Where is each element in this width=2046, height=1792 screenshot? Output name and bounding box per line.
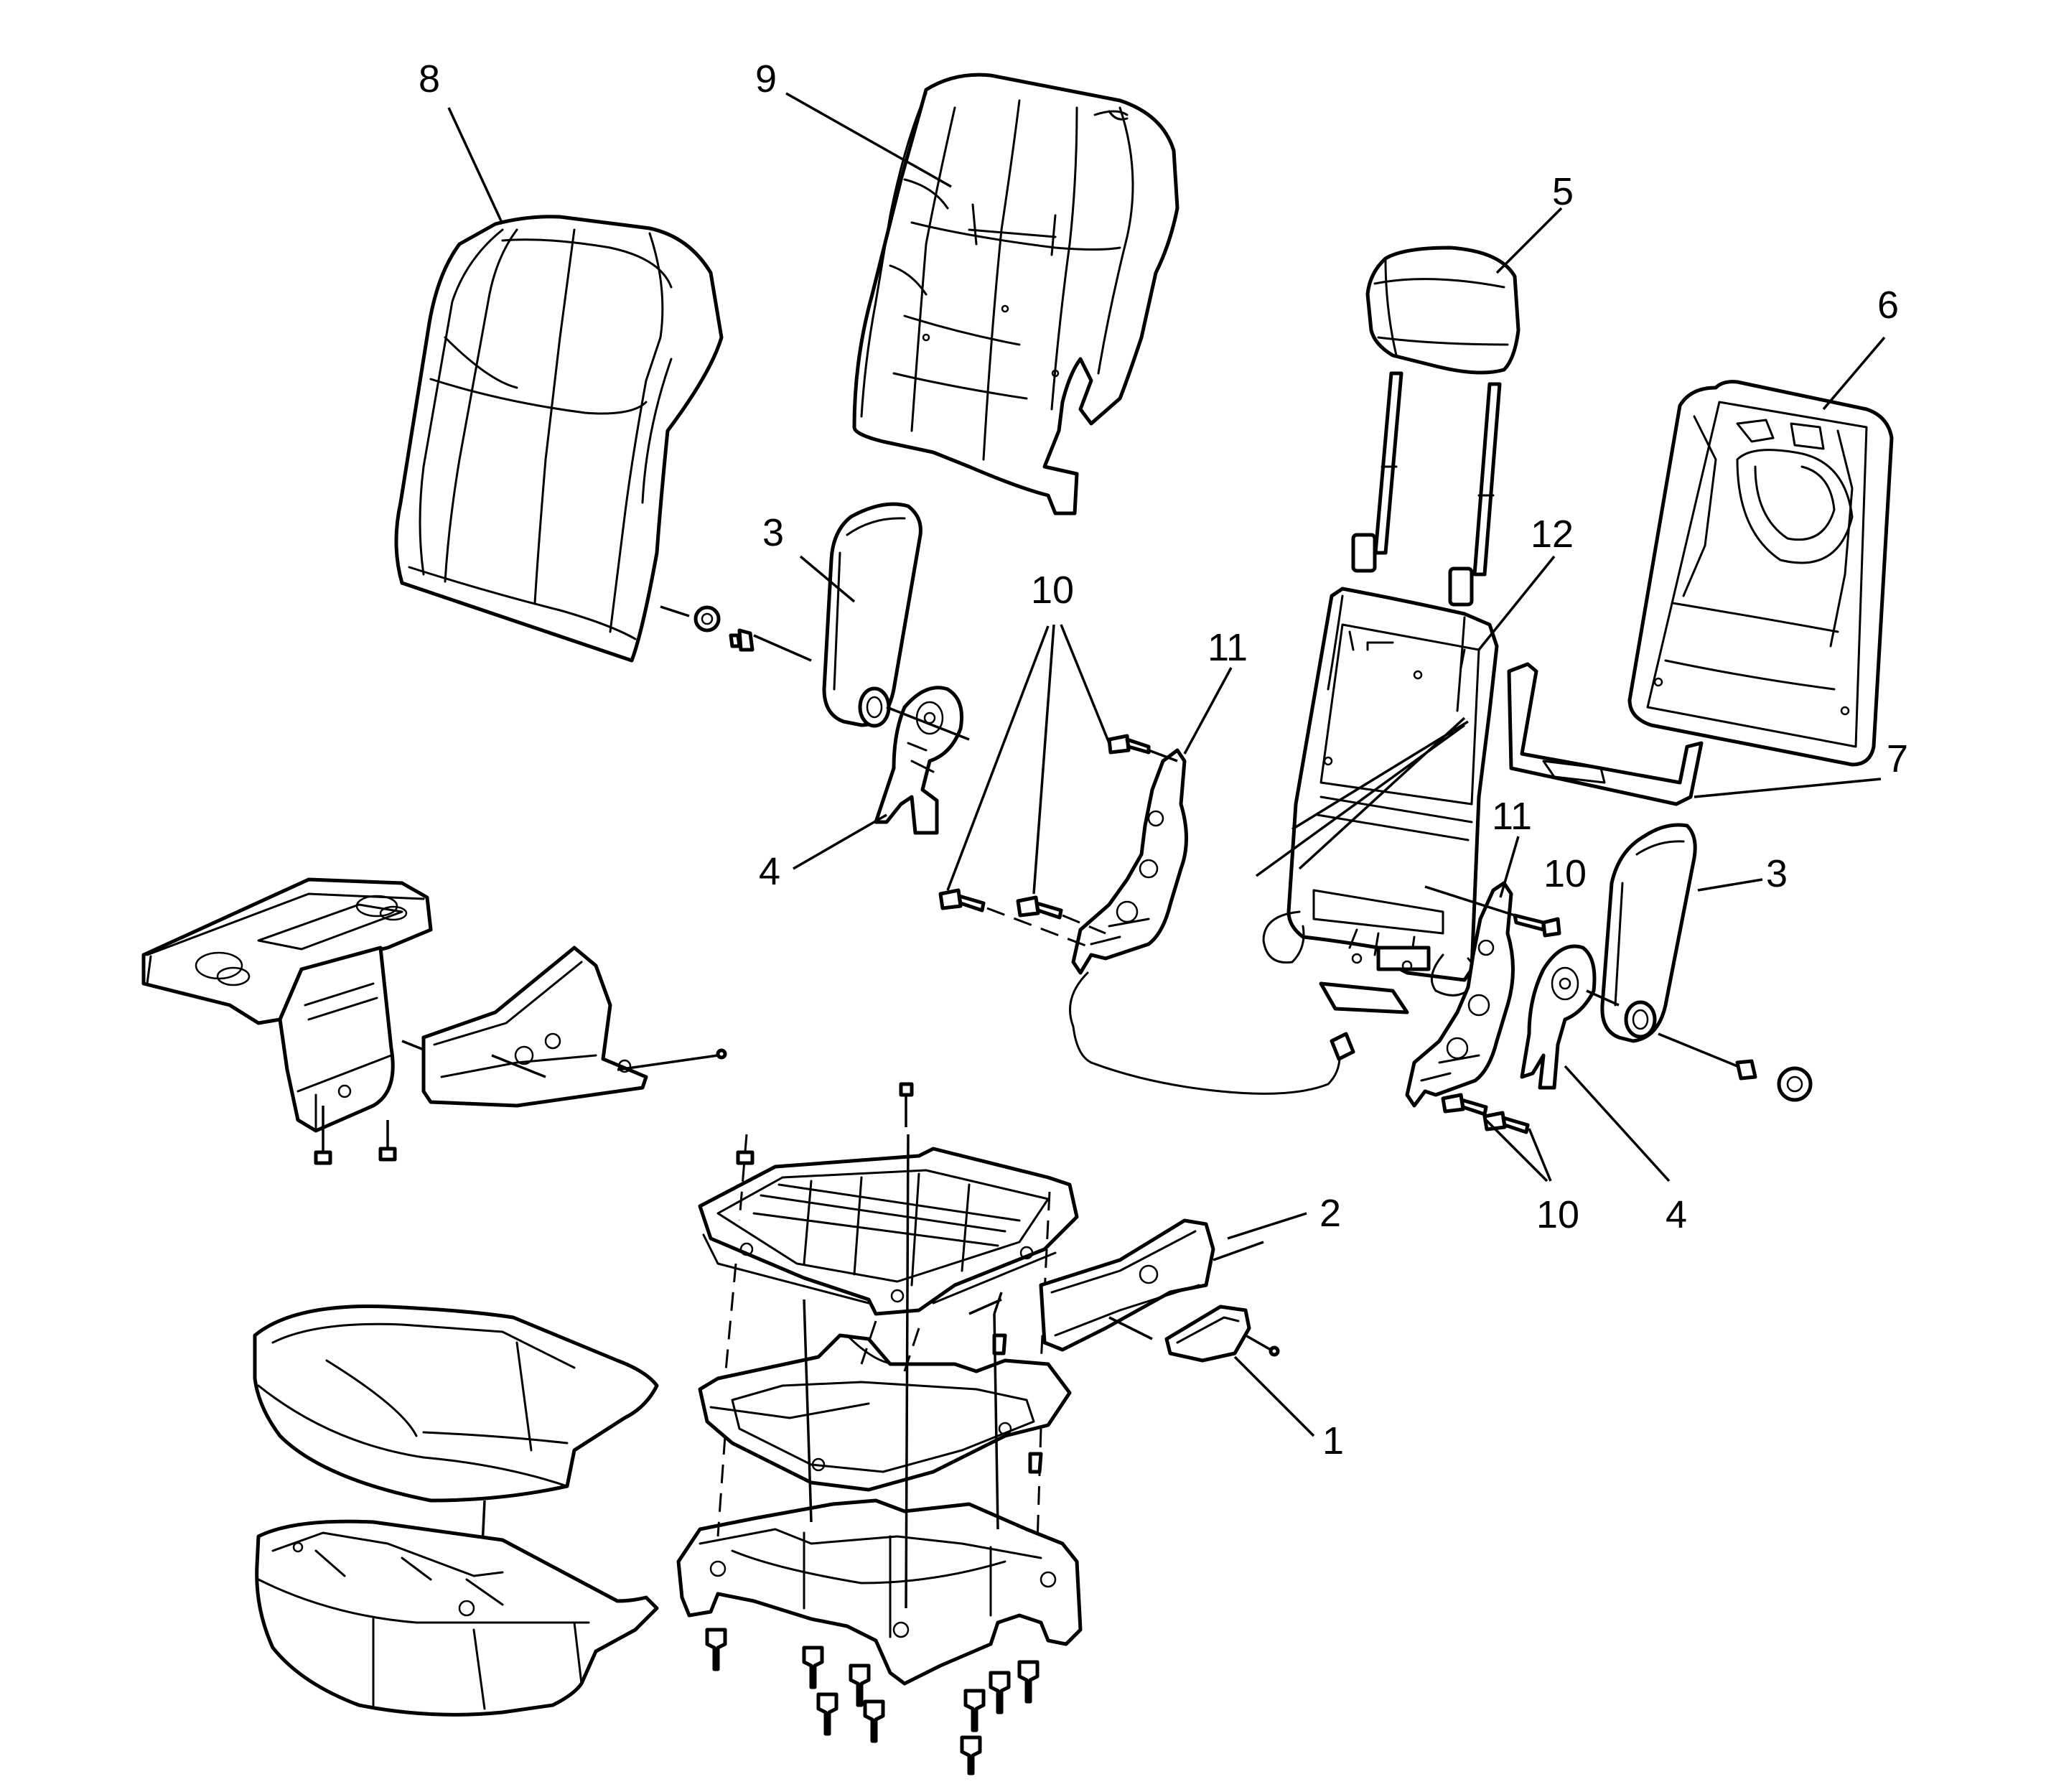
seat-back-frame [1262, 587, 1499, 1014]
pivot-bolt-right [1735, 1059, 1757, 1081]
armrest-bracket-right [1520, 944, 1597, 1090]
bolt-right-1 [1513, 913, 1561, 938]
callout-2: 2 [1319, 1192, 1341, 1235]
armrest-left [822, 502, 922, 728]
bolt-left-2 [938, 888, 986, 913]
armrest-bracket-left [874, 686, 964, 835]
callout-11-right: 11 [1492, 795, 1532, 838]
bolt-left-1 [1107, 734, 1151, 755]
leader-lines [447, 92, 1886, 1437]
callout-4-left: 4 [759, 850, 780, 893]
bolt-right-3 [1482, 1111, 1530, 1134]
callout-9: 9 [755, 57, 777, 101]
assembly-lines [716, 1082, 1051, 1609]
pivot-cap-left [693, 605, 721, 633]
callout-11-left: 11 [1207, 626, 1248, 669]
seat-pan-frame [698, 1333, 1072, 1492]
callout-7: 7 [1887, 737, 1908, 780]
callout-10-right: 10 [1543, 852, 1587, 895]
callout-5: 5 [1552, 170, 1574, 213]
console-bracket [401, 946, 727, 1108]
side-trim-panel [1039, 1218, 1264, 1352]
armrest-right [1600, 823, 1697, 1043]
back-panel-bracket [1507, 662, 1704, 806]
pivot-cap-right [1777, 1066, 1813, 1102]
seat-cushion-pad [255, 1519, 659, 1717]
bolt-left-3 [1016, 895, 1063, 920]
seat-base-riser [676, 1498, 1083, 1686]
callout-6: 6 [1877, 284, 1899, 327]
cupholder-console [141, 877, 433, 1165]
callout-4-right: 4 [1666, 1193, 1687, 1236]
callout-8: 8 [419, 57, 440, 101]
headrest [1351, 246, 1521, 607]
trim-handle [1164, 1305, 1280, 1363]
seat-back-panel [1627, 380, 1894, 767]
callout-10-top: 10 [1031, 569, 1074, 612]
callout-12: 12 [1531, 513, 1574, 556]
callout-10-bottom: 10 [1536, 1193, 1579, 1236]
seat-back-cover [394, 215, 724, 663]
seat-back-pad [852, 73, 1180, 515]
pivot-bolt-left [729, 628, 755, 652]
recliner-mechanism-right [1405, 881, 1515, 1108]
base-bolts [705, 1628, 1040, 1775]
callout-1: 1 [1322, 1419, 1344, 1462]
callout-3-right: 3 [1766, 852, 1788, 895]
recliner-mechanism-left [1069, 748, 1355, 1095]
callout-3-left: 3 [762, 511, 784, 554]
seat-cushion-cover [253, 1305, 659, 1503]
bolt-right-2 [1441, 1093, 1488, 1116]
seat-cushion-frame [698, 1147, 1079, 1316]
callout-labels: 8 9 5 6 12 7 3 3 4 4 10 10 10 11 11 2 1 [419, 57, 1908, 1462]
